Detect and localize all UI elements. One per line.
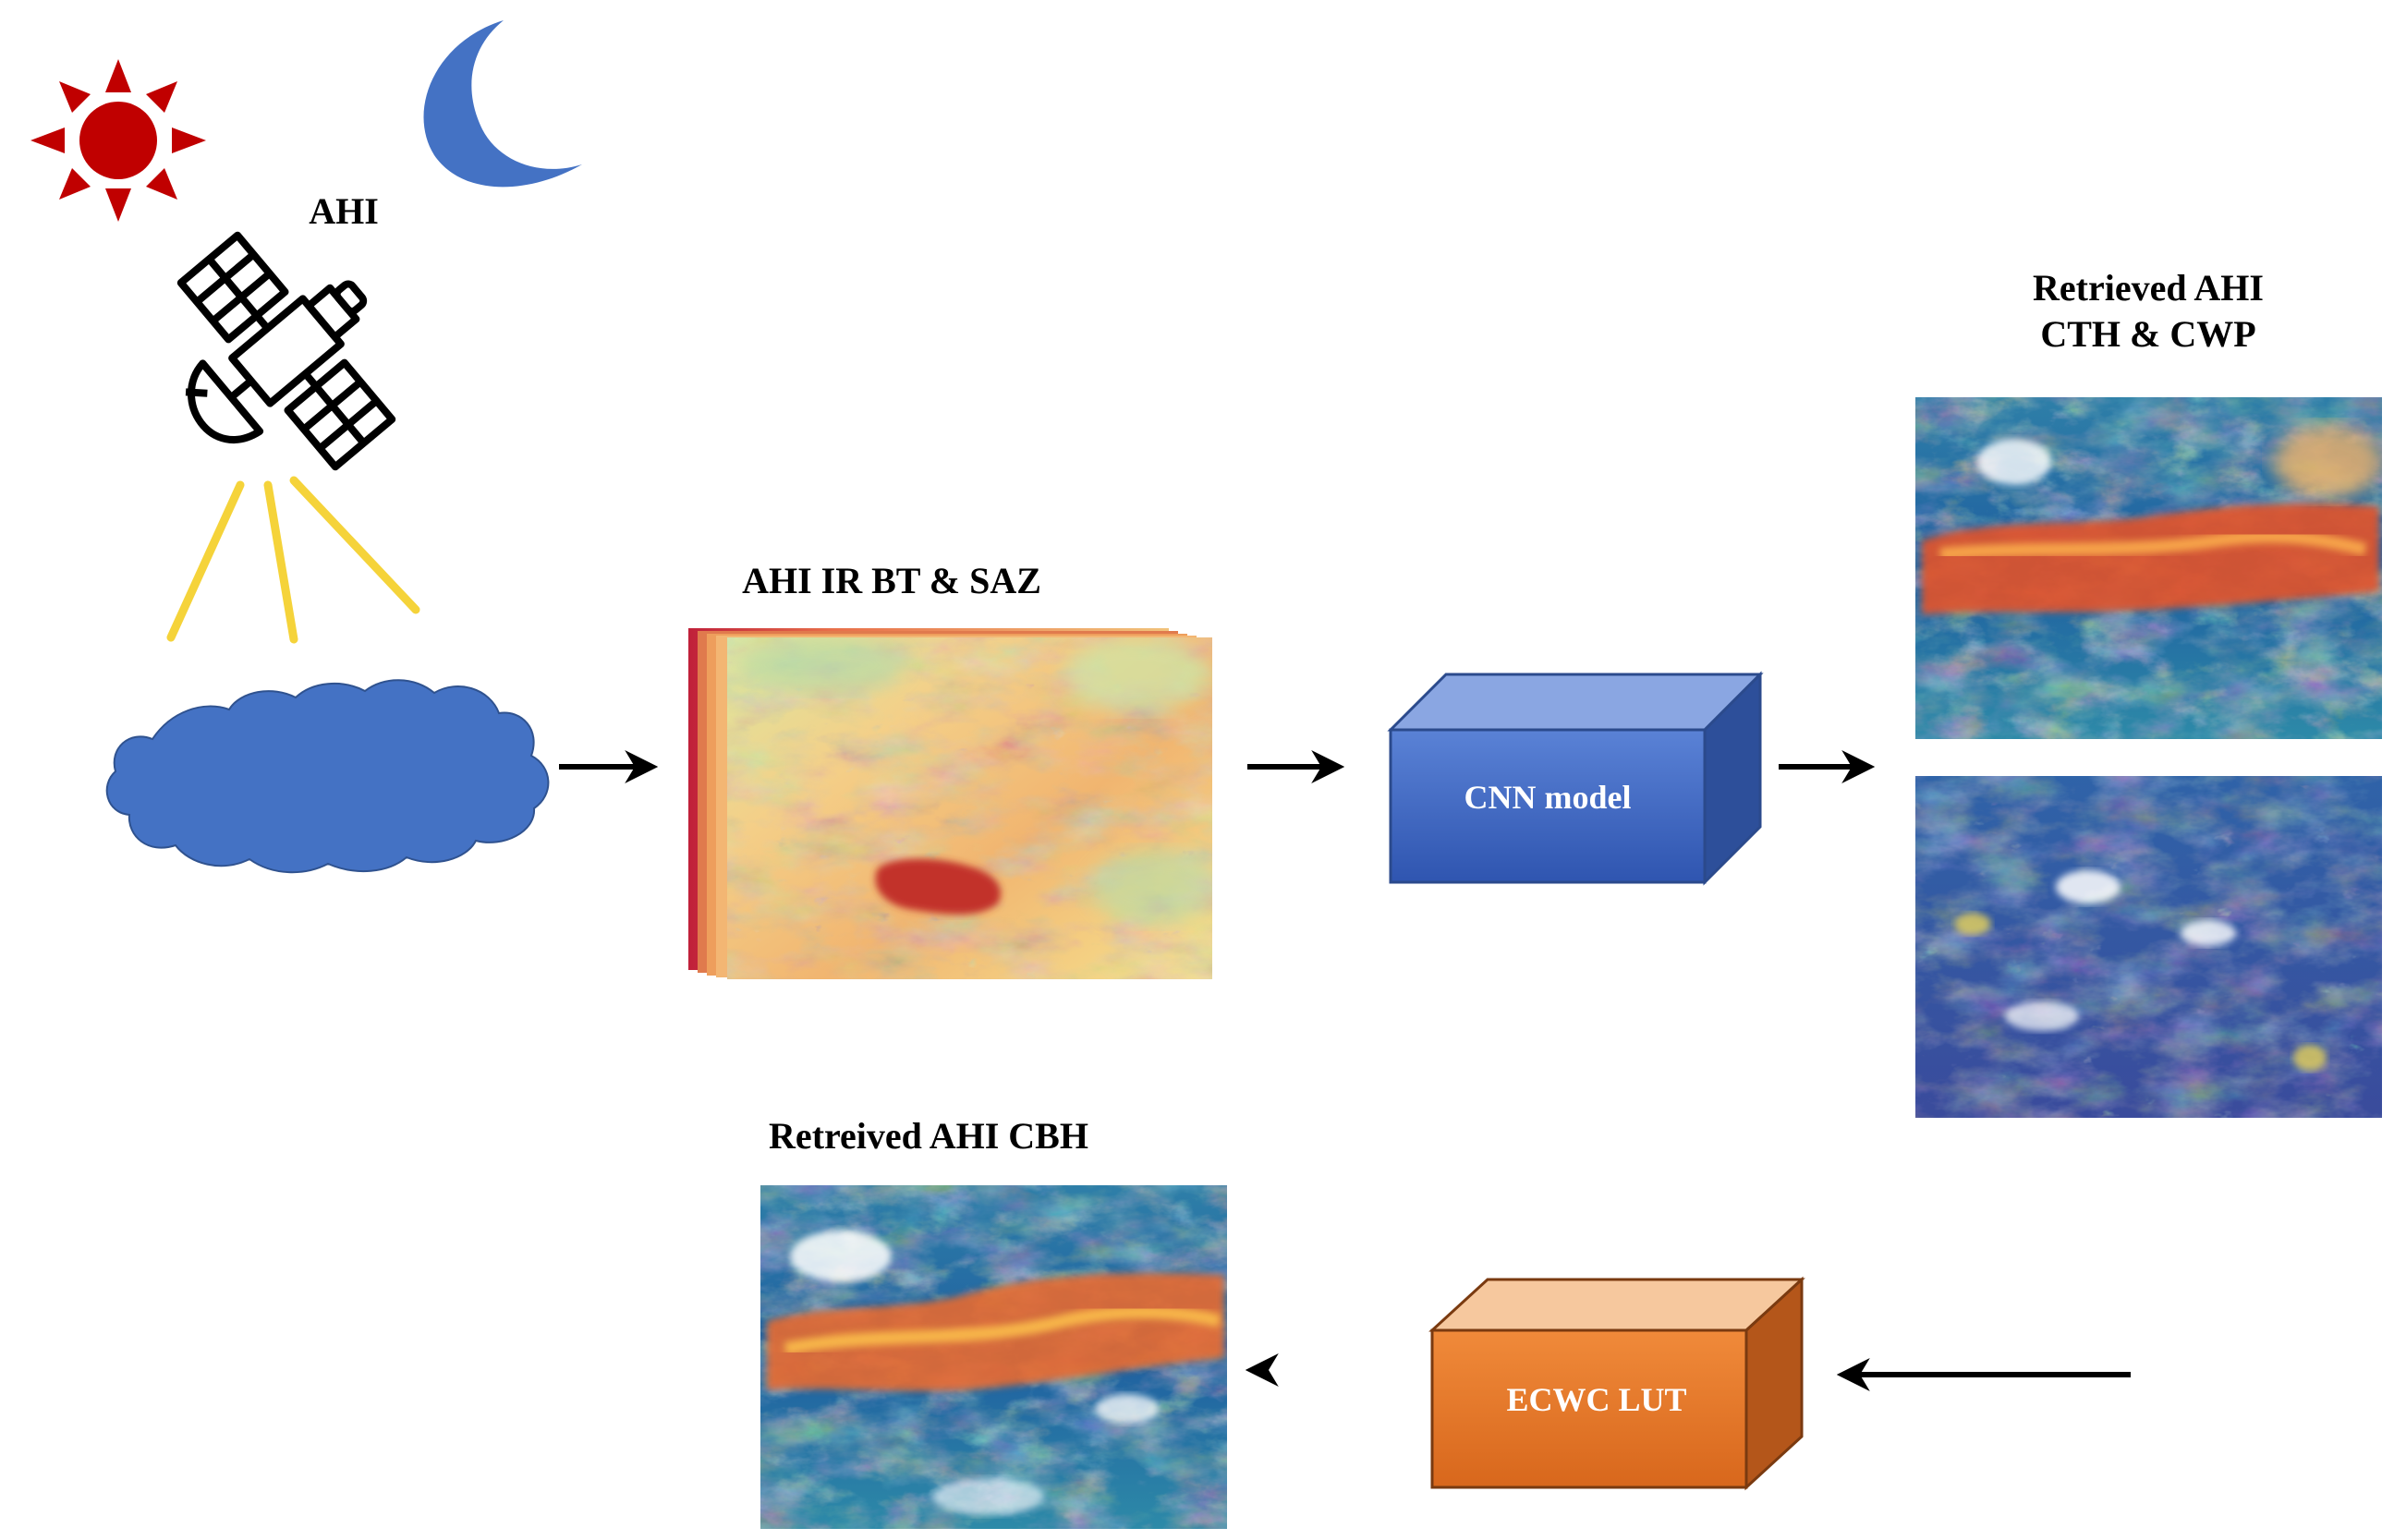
satellite-icon	[176, 231, 396, 471]
sun-icon	[30, 59, 206, 222]
cbh-output-label: Retreived AHI CBH	[769, 1115, 1088, 1157]
satellite-label: AHI	[309, 190, 379, 232]
retrieved-cwp-image	[1915, 776, 2382, 1118]
moon-icon	[423, 20, 582, 188]
cloud-icon	[105, 679, 550, 874]
cnn-model-box: CNN model	[1387, 671, 1764, 886]
input-image-stack	[688, 628, 1212, 979]
ecwc-lut-label: ECWC LUT	[1506, 1381, 1686, 1418]
input-stack-label: AHI IR BT & SAZ	[742, 560, 1041, 601]
retrieved-cth-image	[1915, 397, 2382, 739]
cnn-model-label: CNN model	[1464, 779, 1632, 816]
sensor-rays	[166, 476, 420, 644]
retrieved-label-line2: CTH & CWP	[2040, 313, 2255, 355]
retrieved-label-line1: Retrieved AHI	[2033, 267, 2264, 309]
retrieved-cbh-image	[760, 1185, 1227, 1529]
ecwc-lut-box: ECWC LUT	[1428, 1276, 1805, 1491]
